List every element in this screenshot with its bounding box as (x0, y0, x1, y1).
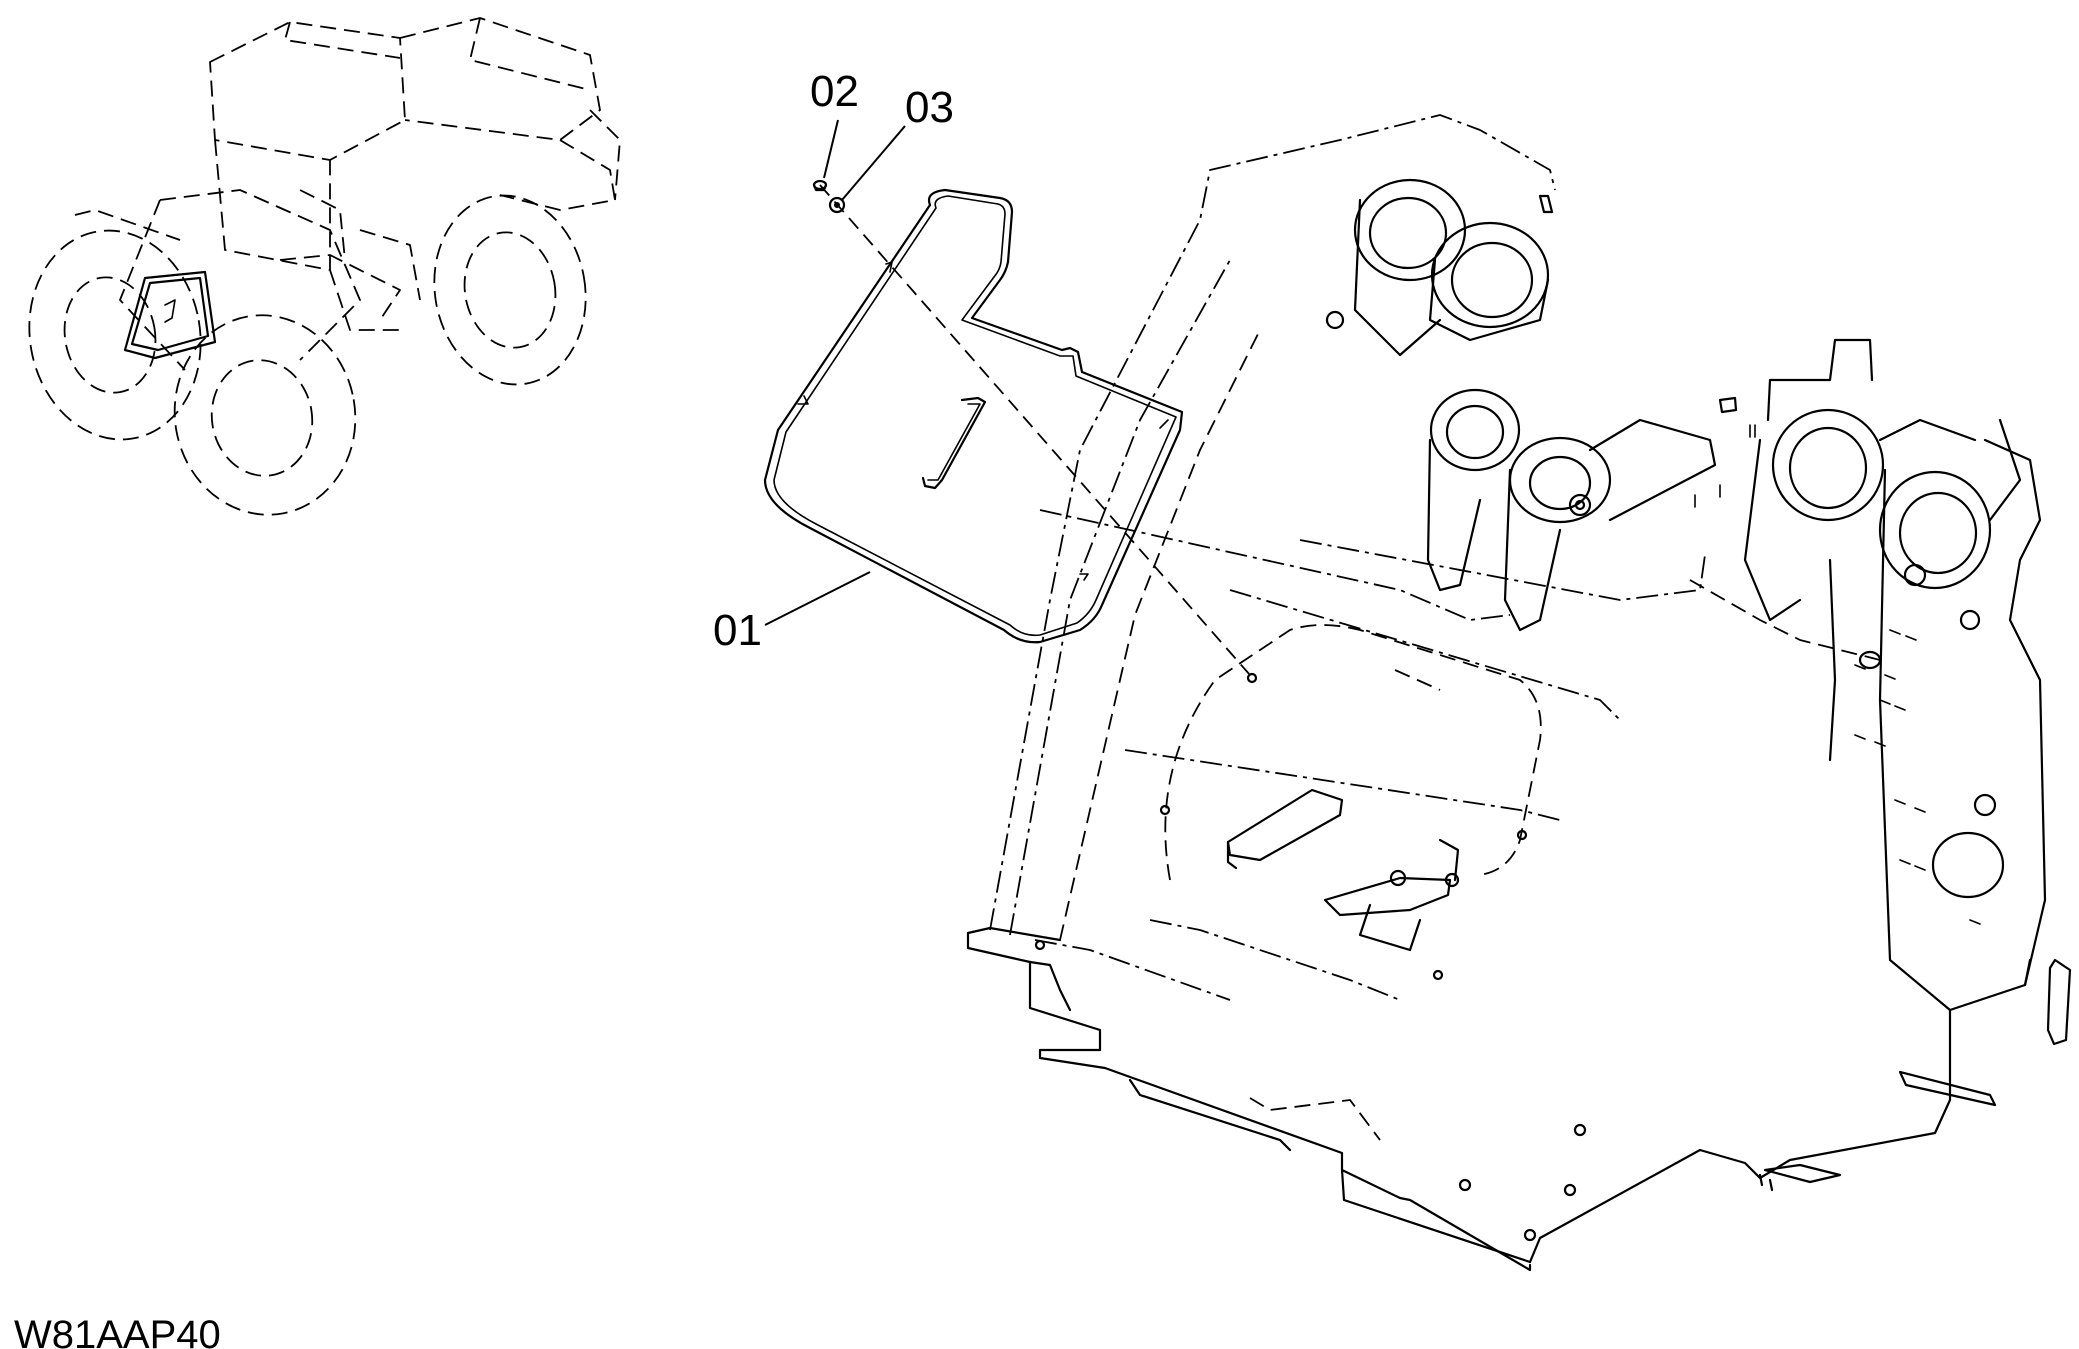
machine-locator-view (28, 17, 621, 516)
leader-02 (823, 119, 839, 179)
cover-plate-01 (763, 188, 1184, 644)
callout-01: 01 (713, 606, 762, 655)
front-frame (966, 114, 2072, 1272)
leader-01 (764, 571, 871, 626)
bolt-hole-pattern (1854, 629, 1981, 925)
leader-03 (841, 125, 906, 201)
assembly-axis (819, 184, 1251, 676)
callout-02: 02 (810, 67, 859, 116)
mount-hole (1246, 672, 1258, 684)
callout-03: 03 (905, 83, 954, 132)
bolt-02 (812, 179, 828, 192)
drawing-code: W81AAP40 (14, 1313, 221, 1349)
